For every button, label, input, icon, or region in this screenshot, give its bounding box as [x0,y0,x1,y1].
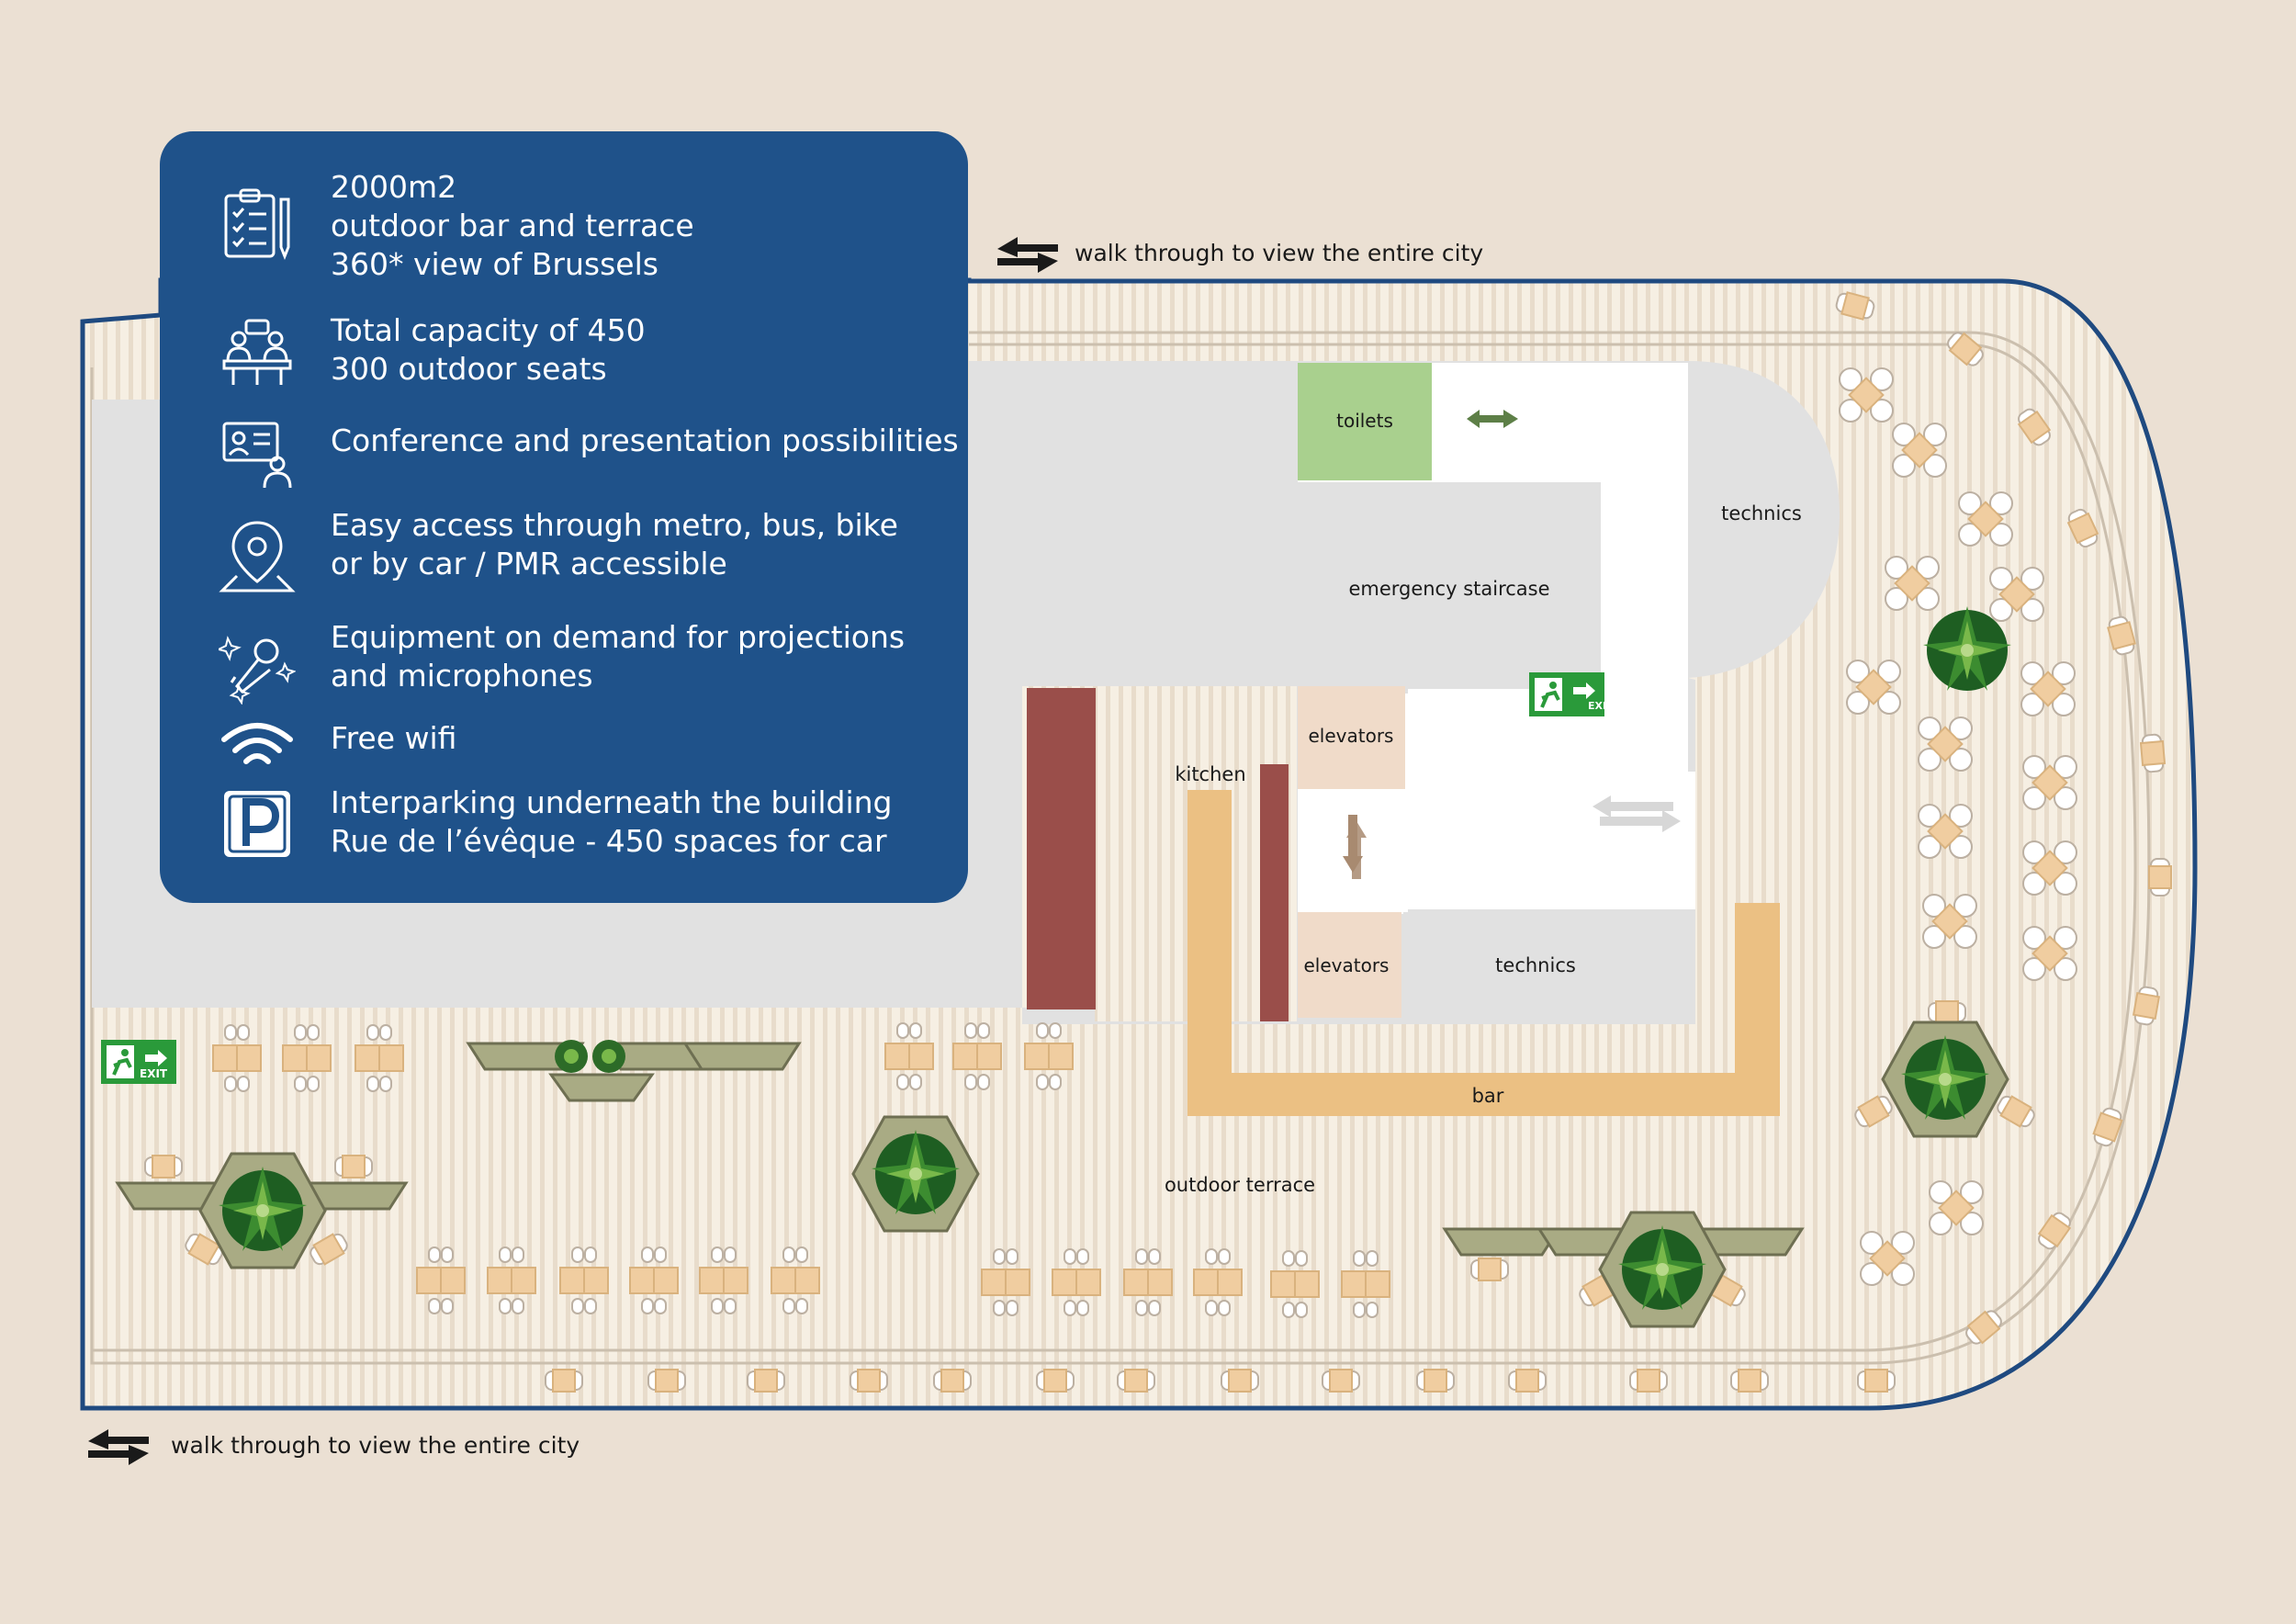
walk-arrow-top-icon [997,237,1058,273]
presentation-icon [222,422,292,489]
info-text-equipment: Equipment on demand for projections and … [331,618,955,695]
exit-sign-terrace-text: EXIT [140,1067,168,1080]
info-line: Conference and presentation possibilitie… [331,423,959,458]
elevators-top-label: elevators [1309,725,1394,747]
elevator-arrows-icon [1343,815,1367,879]
info-line: Rue de l’évêque - 450 spaces for car [331,823,887,859]
outdoor-terrace-label: outdoor terrace [1165,1174,1315,1196]
elevators-top-room [1298,686,1405,789]
elevators-bottom-room [1298,912,1401,1018]
exit-sign-building-text: EXIT [1588,700,1614,712]
lobby-arrows-icon [1593,795,1681,832]
info-line: 2000m2 [331,169,457,205]
technics-bottom-label: technics [1495,954,1576,976]
walk-label-bottom: walk through to view the entire city [171,1432,580,1459]
info-text-surface: 2000m2 outdoor bar and terrace 360* view… [331,168,955,284]
info-text-capacity: Total capacity of 450 300 outdoor seats [331,311,955,389]
info-card: 2000m2 outdoor bar and terrace 360* view… [160,131,968,903]
planter-bench-group [467,1040,801,1102]
info-text-wifi: Free wifi [331,719,955,758]
info-line: Equipment on demand for projections [331,619,906,655]
toilets-arrow-icon [1467,410,1518,428]
info-line: or by car / PMR accessible [331,546,727,581]
wifi-icon [221,723,293,764]
info-line: Interparking underneath the building [331,784,893,820]
info-line: 360* view of Brussels [331,246,658,282]
info-text-parking: Interparking underneath the building Rue… [331,784,955,861]
walk-arrow-bottom-icon [88,1429,149,1465]
toilets-room [1298,363,1432,480]
location-pin-icon [219,521,296,592]
kitchen-wall-right [1260,764,1289,1021]
walk-label-top: walk through to view the entire city [1075,240,1483,266]
bar-counter [1187,790,1780,1116]
info-line: outdoor bar and terrace [331,208,694,243]
info-text-access: Easy access through metro, bus, bike or … [331,506,955,583]
kitchen-label: kitchen [1175,763,1245,785]
technics-bottom-room [1403,912,1688,1021]
parking-icon [224,791,290,857]
technics-top-label: technics [1721,502,1802,524]
info-line: Easy access through metro, bus, bike [331,507,898,543]
kitchen-wall-left [1027,688,1096,1009]
info-line: and microphones [331,658,593,694]
toilets-label: toilets [1336,410,1393,432]
clipboard-checklist-icon [224,188,290,261]
info-line: Free wifi [331,720,457,756]
info-line: 300 outdoor seats [331,351,607,387]
bar-label: bar [1472,1085,1504,1107]
emergency-staircase-label: emergency staircase [1348,578,1549,600]
meeting-table-icon [222,319,292,385]
info-line: Total capacity of 450 [331,312,646,348]
elevators-bottom-label: elevators [1304,954,1390,976]
microphone-stars-icon [219,636,296,705]
info-text-conference: Conference and presentation possibilitie… [331,422,959,460]
